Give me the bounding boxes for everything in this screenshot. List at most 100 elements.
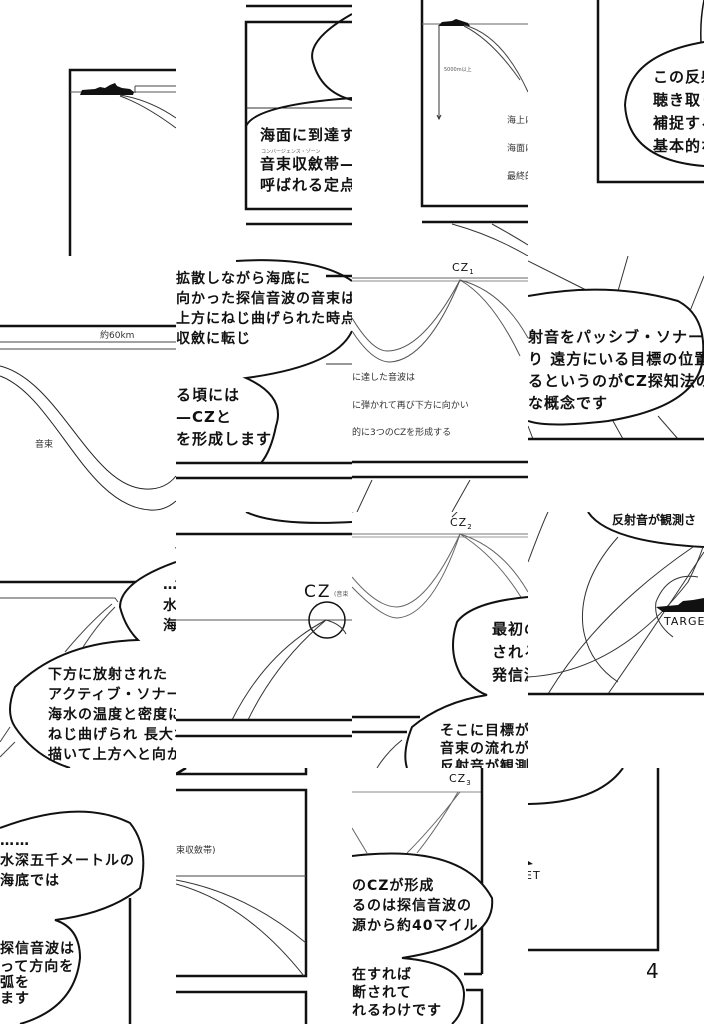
cz2-diagram	[352, 512, 528, 768]
bubble-text-line: 反射音が観測さ	[612, 513, 697, 527]
diagram-note: 的に3つのCZを形成する	[352, 428, 452, 438]
depth-label: 5000m以上	[444, 67, 472, 73]
speech-bubble	[528, 256, 704, 441]
cz-circle	[308, 601, 346, 639]
cz3-label: CZ3	[449, 773, 472, 787]
depth-diagram	[420, 0, 528, 256]
bubble-text-line: を形成します	[176, 430, 273, 448]
panel-active-sonar-bubble: … 水 海 下方に放射された アクティブ・ソナーの探 海水の温度と密度によ ねじ…	[0, 512, 176, 768]
bubble-text-line: 補捉する	[653, 114, 704, 132]
cz-label-text: CZ	[452, 261, 470, 274]
bubble-text-line: 描いて上方へと向かい	[48, 747, 176, 763]
bubble-text-line: って方向を	[0, 959, 75, 975]
bubble-text-line: される	[492, 643, 528, 661]
bubble-text-line: そこに目標が存	[440, 723, 528, 739]
speech-bubble	[244, 4, 352, 226]
target-label: TARGE	[664, 615, 704, 628]
distance-label: 約60km	[100, 331, 135, 341]
page-number: 4	[646, 959, 659, 983]
panel-seabed-bubble: …… 水深五千メートルの 海底では 探信音波は って方向を 弧を ます	[0, 768, 176, 1024]
bubble-text-line: ます	[0, 991, 30, 1007]
panel-cz1-diagram: CZ1 に達した音波は に弾かれて再び下方に向かい 的に3つのCZを形成する	[352, 256, 528, 512]
ship-icon	[80, 83, 134, 95]
cz-index: 3	[466, 779, 472, 788]
bubble-text-line: 弧を	[0, 975, 30, 991]
speech-bubble	[596, 0, 704, 184]
bubble-text-line: 音束の流れが遮	[440, 741, 528, 757]
bubble-text-line: 呼ばれる定点	[260, 176, 352, 194]
panel-frame	[528, 768, 660, 952]
bubble-text-line: る頃には	[176, 386, 241, 404]
panel-target: 反射音が観測さ TARGE	[528, 512, 704, 768]
bubble-text-line: のCZが形成	[352, 878, 435, 894]
beam-label: 音束	[35, 440, 54, 450]
panel-end: ET 4	[528, 768, 704, 1024]
bubble-text-line: 反射音が観測さ	[440, 759, 528, 768]
cz-diagram	[176, 512, 352, 738]
bubble-text-line: 海底では	[0, 873, 60, 889]
bubble-text-line: 下方に放射された	[48, 667, 168, 683]
speech-bubble	[176, 259, 352, 480]
bubble-text-line: り 遠方にいる目標の位置を	[528, 350, 704, 368]
bubble-text-line: るのは探信音波の	[352, 898, 472, 914]
bubble-text-line: 断されて	[352, 985, 412, 1001]
panel-convergence-explanation: 拡散しながら海底に 向かった探信音波の音束は 上方にねじ曲げられた時点で 収斂に…	[176, 256, 352, 512]
ship-icon	[438, 19, 470, 26]
bubble-text-line: 海	[163, 618, 176, 634]
bubble-text-line: ……	[0, 833, 30, 849]
speech-bubble	[0, 547, 176, 768]
diagram-note: 最終的	[507, 172, 528, 182]
bubble-text-line: 拡散しながら海底に	[176, 271, 311, 287]
bubble-text-line: 射音をパッシブ・ソナーで	[528, 328, 704, 346]
bubble-text-line: 在すれば	[352, 967, 412, 983]
panel-sound-beam: 約60km 音束	[0, 256, 176, 512]
cz-label-text: CZ	[449, 772, 467, 785]
cz3-diagram	[352, 768, 494, 1024]
cz-note: (音束	[334, 591, 349, 598]
bubble-text-line: アクティブ・ソナーの探	[48, 687, 176, 703]
cz1-label: CZ1	[452, 262, 475, 276]
bubble-text-line: 上方にねじ曲げられた時点で	[176, 311, 352, 327]
cz-label-text: CZ	[450, 516, 468, 529]
diagram-note: 束収斂帯)	[176, 846, 216, 856]
bubble-text-line: な概念です	[528, 394, 609, 412]
target-ship-icon	[656, 598, 704, 612]
bubble-text-line: 最初の	[492, 620, 528, 638]
bubble-text-line: 音束収斂帯—	[260, 155, 352, 173]
ruby-text: コンバージェンス・ゾーン	[261, 149, 321, 155]
bubble-text-line: 水	[163, 598, 176, 614]
cz-index: 2	[467, 523, 473, 532]
diagram-note: に弾かれて再び下方に向かい	[352, 401, 469, 411]
diagram-note: 海面に	[507, 144, 528, 154]
diagram-note: に達した音波は	[352, 373, 416, 383]
panel-cz3-diagram: CZ3 のCZが形成 るのは探信音波の 源から約40マイル 在すれば 断されて …	[352, 768, 528, 1024]
panel-convergence-zone-bubble: 海面に到達す コンバージェンス・ゾーン 音束収斂帯— 呼ばれる定点	[176, 0, 352, 256]
target-label: ET	[528, 869, 541, 882]
bubble-text-line: 発信源	[492, 666, 528, 684]
cz1-diagram	[352, 277, 528, 512]
bubble-text-line: —CZと	[176, 408, 232, 426]
bubble-text-line: ねじ曲げられ 長大な弧	[48, 727, 176, 743]
panel-cz-circle: CZ (音束	[176, 512, 352, 768]
bubble-text-line: 探信音波は	[0, 941, 75, 957]
panel-depth-diagram: 5000m以上 海上に 海面に 最終的	[352, 0, 528, 256]
bubble-text-line: 海面に到達す	[260, 126, 352, 144]
bubble-text-line: …	[163, 578, 176, 592]
panel-beam-curve: 束収斂帯)	[176, 768, 352, 1024]
panel-reflection-bubble: この反射 聴き取り 補捉する 基本的な	[528, 0, 704, 256]
cz2-label: CZ2	[450, 517, 473, 531]
bubble-text-line: るというのがCZ探知法の	[528, 372, 704, 390]
bubble-text-line: 源から約40マイル	[352, 918, 479, 934]
cz-index: 1	[469, 268, 475, 277]
speech-bubble	[0, 810, 145, 1024]
bubble-text-line: 収斂に転じ	[176, 331, 251, 347]
ship-diagram	[68, 68, 176, 256]
panel-ship-diagram-start	[0, 0, 176, 256]
bubble-text-line: 海水の温度と密度によ	[48, 707, 176, 723]
diagram-note: 海上に	[507, 116, 528, 126]
panel-cz2-diagram: CZ2 最初の される 発信源 そこに目標が存 音束の流れが遮 反射音が観測さ	[352, 512, 528, 768]
bubble-text-line: 向かった探信音波の音束は	[176, 291, 352, 307]
bubble-text-line: 基本的な	[653, 137, 704, 155]
bubble-text-line: 水深五千メートルの	[0, 853, 135, 869]
beam-curve-diagram	[176, 768, 308, 1024]
